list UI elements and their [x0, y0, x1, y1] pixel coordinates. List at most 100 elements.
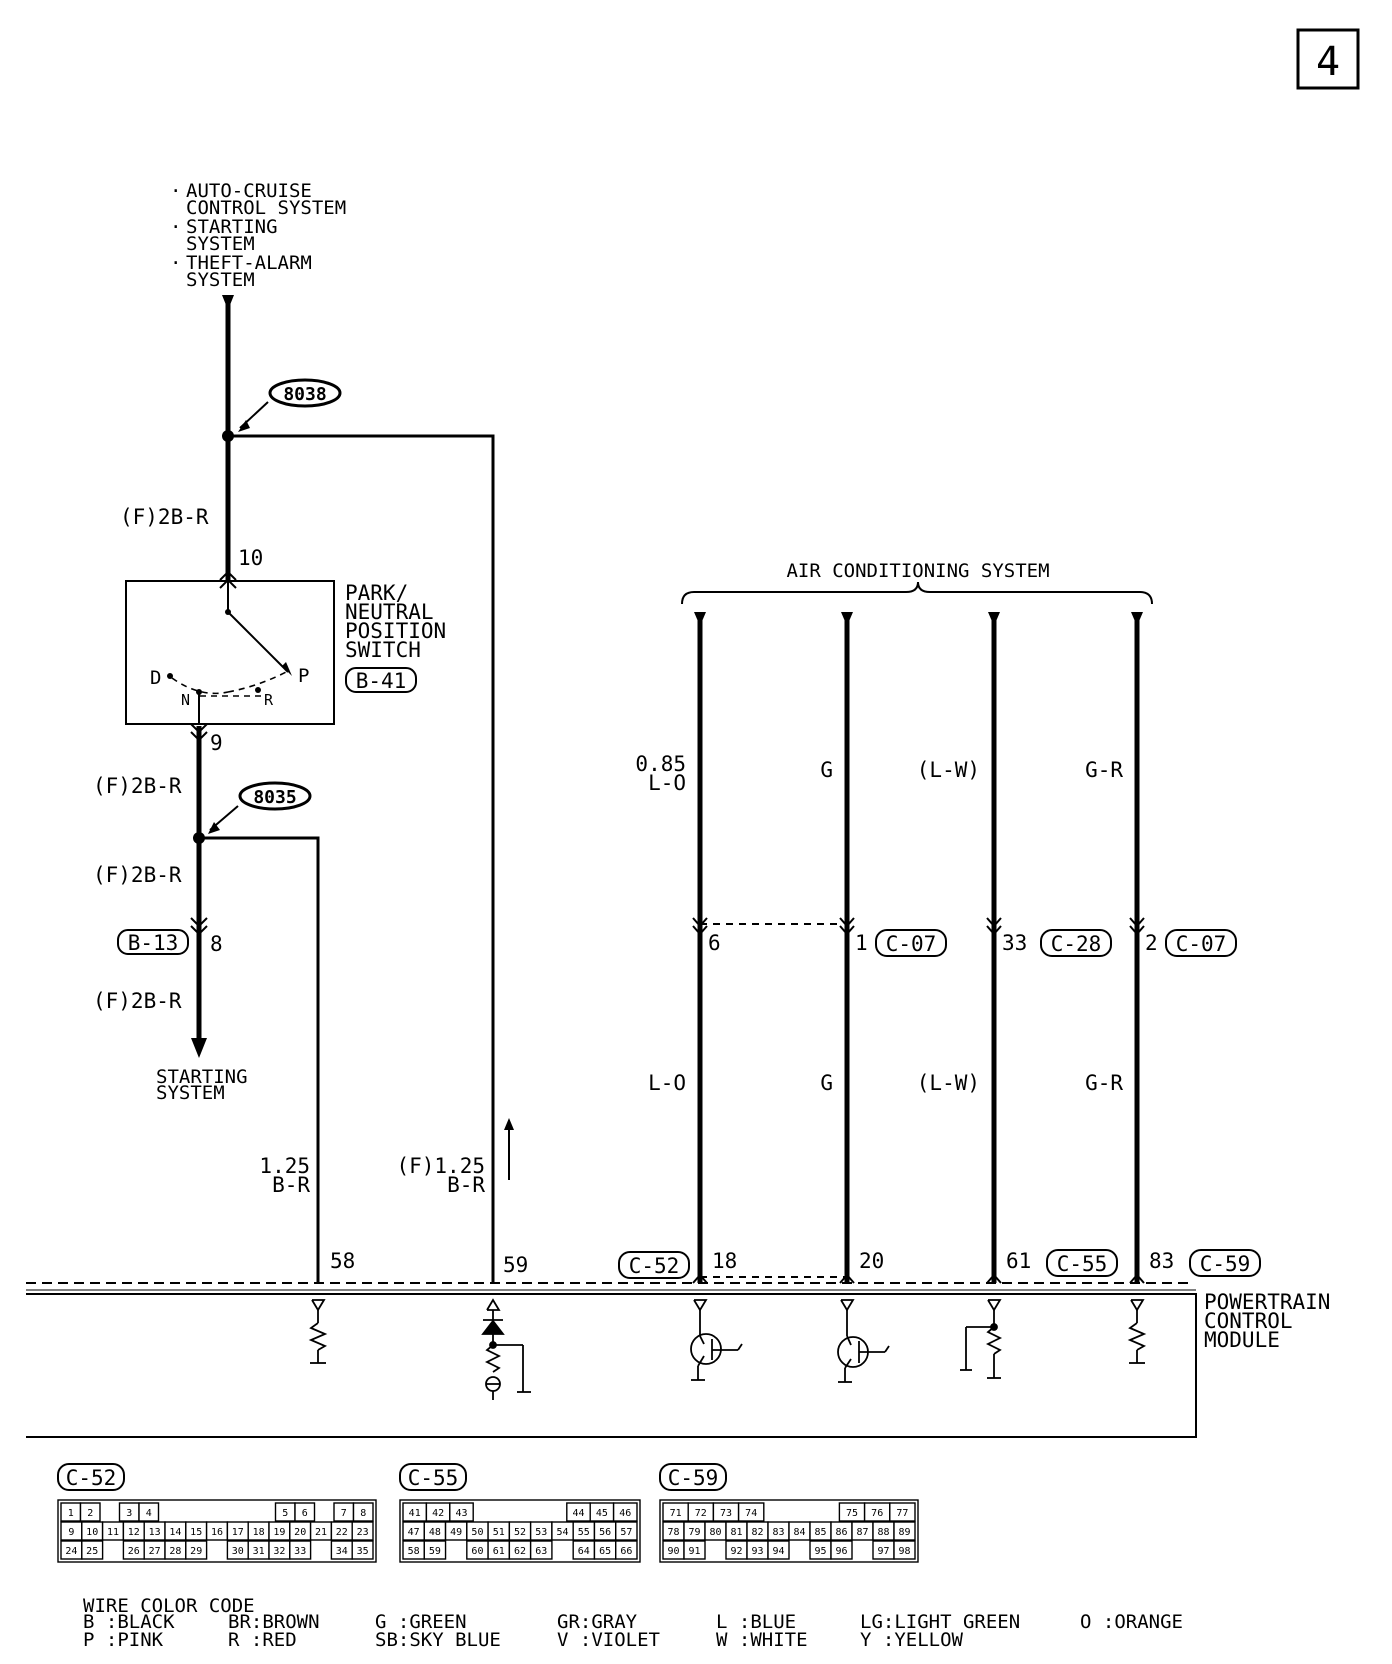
connector-pin-number: 25	[86, 1546, 98, 1557]
ac-wire-mid-pin: 33	[1002, 931, 1027, 955]
pcm-resistor-58	[308, 1299, 328, 1364]
svg-text:R :RED: R :RED	[228, 1629, 297, 1651]
ac-mid-connector: C-28	[1051, 932, 1102, 956]
wire-color-code: WIRE COLOR CODE B :BLACK BR:BROWN G :GRE…	[83, 1595, 1183, 1651]
connector-b13-label: B-13	[128, 931, 179, 955]
switch-pos-d: D	[150, 667, 161, 689]
svg-text:·: ·	[170, 180, 181, 202]
connector-pin-number: 5	[282, 1508, 288, 1519]
connector-pin-cell	[615, 1521, 638, 1541]
svg-text:WIRE COLOR CODE: WIRE COLOR CODE	[83, 1595, 255, 1617]
connector-pin-number: 53	[535, 1527, 547, 1538]
connector-pin-number: 84	[793, 1527, 805, 1538]
connector-pin-number: 50	[471, 1527, 483, 1538]
svg-text:P :PINK: P :PINK	[83, 1629, 164, 1651]
svg-text:W :WHITE: W :WHITE	[716, 1629, 808, 1651]
connector-pin-number: 13	[149, 1527, 161, 1538]
connector-pin-cell	[893, 1540, 916, 1560]
connector-pin-cell	[683, 1540, 706, 1560]
connector-pin-number: 33	[294, 1546, 306, 1557]
connector-pin-cell	[294, 1502, 316, 1522]
pcm-connector: C-59	[1200, 1252, 1251, 1276]
switch-pos-n: N	[181, 691, 190, 709]
connector-pin-number: 12	[128, 1527, 140, 1538]
svg-text:LG:LIGHT GREEN: LG:LIGHT GREEN	[860, 1611, 1020, 1633]
connector-pin-cell	[351, 1540, 374, 1560]
ac-wire-upper-label: G-R	[1085, 758, 1123, 782]
connector-pin-number: 82	[751, 1527, 763, 1538]
connector-pin-number: 86	[835, 1527, 847, 1538]
pcm-variable-resistor-61	[960, 1299, 1003, 1379]
switch-pin-10-mark	[219, 570, 237, 581]
connector-pin-number: 19	[273, 1527, 285, 1538]
connector-pin-number: 24	[65, 1546, 77, 1557]
svg-text:CONTROL: CONTROL	[1204, 1309, 1293, 1333]
wire-8035-to-pin-58	[199, 836, 320, 1283]
connector-pin-number: 83	[772, 1527, 784, 1538]
connector-pin-number: 34	[336, 1546, 348, 1557]
connector-pin-number: 98	[898, 1546, 910, 1557]
switch-pin-9: 9	[210, 731, 223, 755]
switch-internal	[167, 580, 292, 724]
connector-pin-number: 45	[596, 1508, 608, 1519]
svg-text:PARK/: PARK/	[345, 581, 408, 605]
connector-pin-number: 71	[670, 1508, 682, 1519]
splice-8035-tag	[238, 781, 312, 811]
connector-pin-number: 61	[493, 1546, 505, 1557]
connector-b13-tag	[117, 929, 189, 955]
connector-pin-number: 79	[688, 1527, 700, 1538]
ac-wire-lower-label: (L-W)	[917, 1071, 980, 1095]
connector-pin-number: 75	[846, 1508, 858, 1519]
connector-pin-number: 72	[695, 1508, 707, 1519]
connector-pin-number: 7	[341, 1508, 347, 1519]
wire-58-size: 1.25	[259, 1154, 310, 1178]
connector-pin-number: 97	[877, 1546, 889, 1557]
svg-text:SYSTEM: SYSTEM	[186, 233, 255, 255]
connector-pin-number: 89	[898, 1527, 910, 1538]
ac-mid-connector: C-07	[1176, 932, 1227, 956]
pcm-pin-58: 58	[330, 1249, 355, 1273]
switch-pos-r: R	[264, 691, 274, 709]
svg-text:·: ·	[170, 252, 181, 274]
connector-pin-cell	[352, 1502, 374, 1522]
connector-pin-number: 6	[302, 1508, 308, 1519]
connector-pin-cell	[612, 1502, 638, 1522]
connector-pin-cell	[79, 1502, 101, 1522]
connector-pin-number: 43	[455, 1508, 467, 1519]
connector-pin-number: 77	[896, 1508, 908, 1519]
pcm-resistor-83	[1127, 1299, 1147, 1364]
connector-pin-number: 74	[745, 1508, 757, 1519]
switch-pos-p: P	[298, 665, 309, 687]
svg-text:SYSTEM: SYSTEM	[186, 269, 255, 291]
connector-pin-number: 54	[557, 1527, 569, 1538]
connector-pin-cell	[830, 1540, 853, 1560]
connector-pin-cell	[529, 1540, 553, 1560]
wire-59-color: B-R	[447, 1173, 485, 1197]
connector-pin-number: 49	[450, 1527, 462, 1538]
wire-59-size: (F)1.25	[396, 1154, 485, 1178]
connector-pin-number: 30	[232, 1546, 244, 1557]
ac-wire-pcm-pin: 83	[1149, 1249, 1174, 1273]
connector-pin-number: 16	[211, 1527, 223, 1538]
connector-pin-cell	[351, 1521, 374, 1541]
starting-arrow	[191, 1038, 207, 1058]
connector-pin-number: 21	[315, 1527, 327, 1538]
switch-title: PARK/ NEUTRAL POSITION SWITCH	[345, 581, 446, 662]
pcm-connector-tag	[1189, 1249, 1261, 1277]
pcm-module-outline	[26, 1293, 1197, 1438]
wire-label-2b-r-3: (F)2B-R	[93, 863, 182, 887]
connector-pin-number: 2	[87, 1508, 93, 1519]
connector-diagram-label: C-55	[408, 1466, 459, 1490]
page-number-box	[1296, 28, 1360, 90]
svg-text:BR:BROWN: BR:BROWN	[228, 1611, 320, 1633]
svg-text:Y :YELLOW: Y :YELLOW	[860, 1629, 964, 1651]
svg-text:MODULE: MODULE	[1204, 1328, 1280, 1352]
svg-text:O :ORANGE: O :ORANGE	[1080, 1611, 1183, 1633]
ac-wire-lower-label: G-R	[1085, 1071, 1123, 1095]
connector-pin-number: 56	[599, 1527, 611, 1538]
connector-pin-number: 48	[429, 1527, 441, 1538]
connector-pin-number: 32	[273, 1546, 285, 1557]
connector-pin-number: 29	[190, 1546, 202, 1557]
top-source-label: · AUTO-CRUISE CONTROL SYSTEM · STARTING …	[170, 180, 346, 291]
